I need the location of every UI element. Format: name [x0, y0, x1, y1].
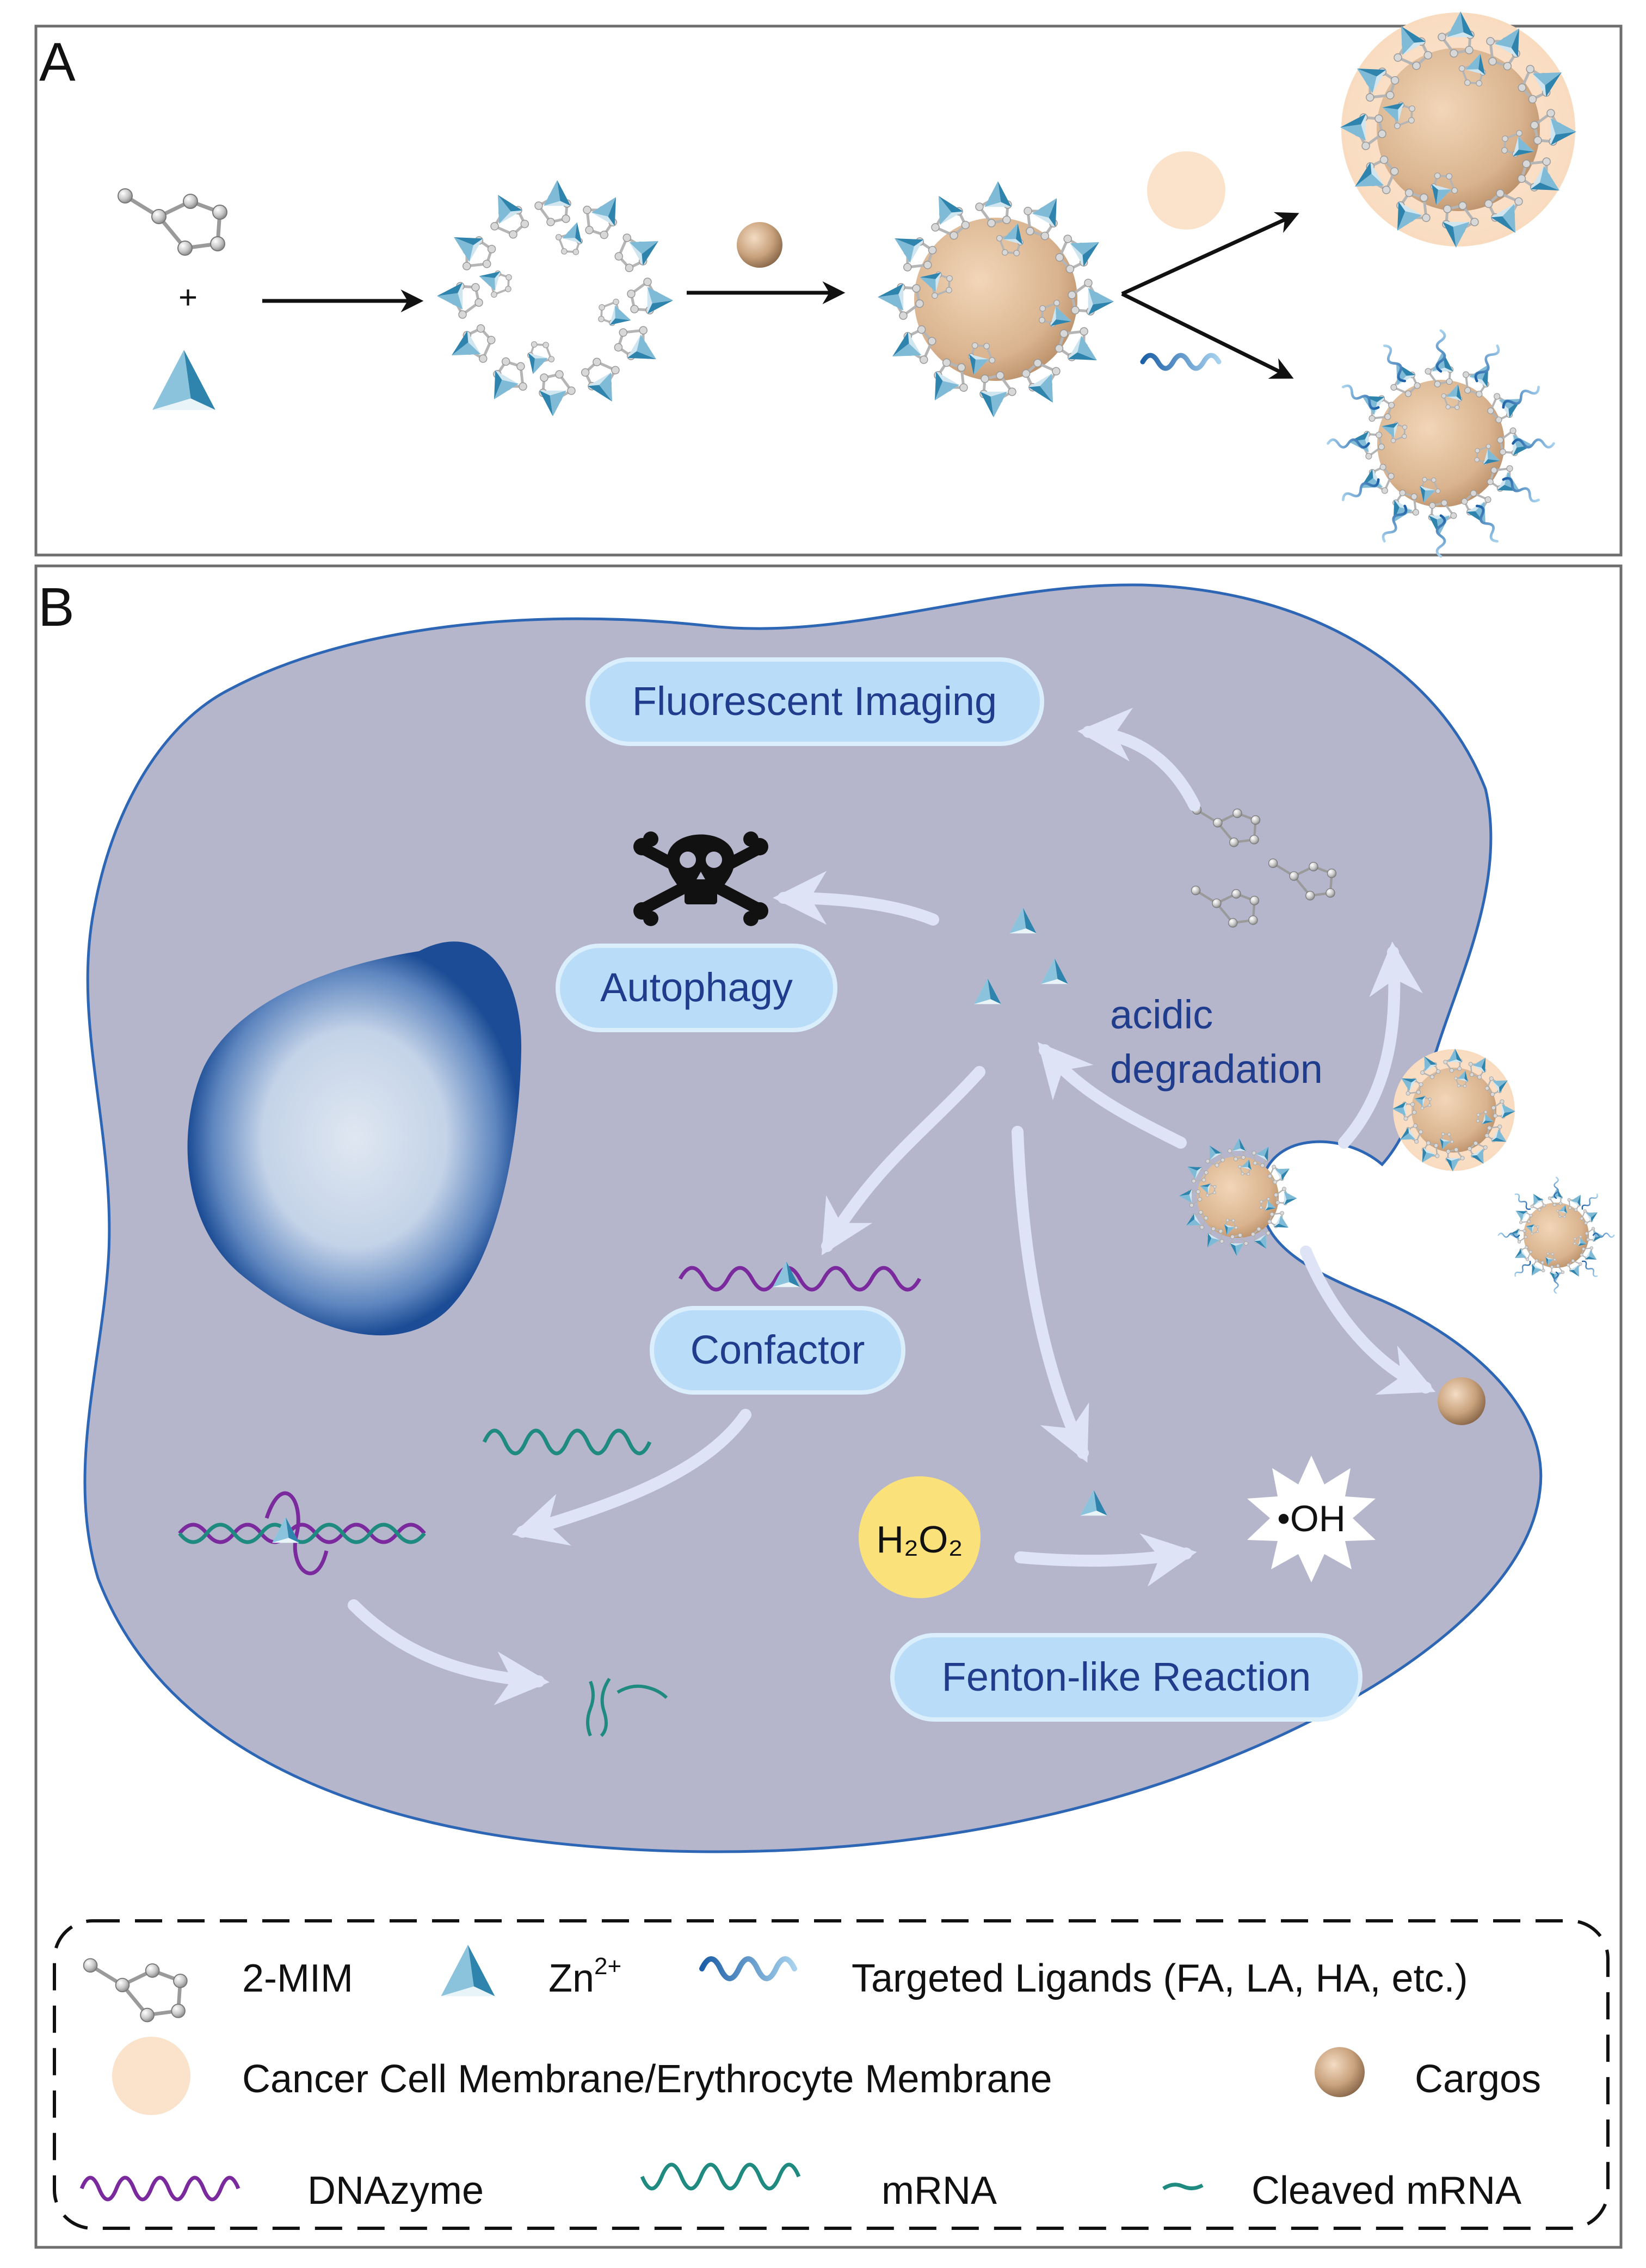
panel-b-label: B	[38, 577, 75, 638]
dnazyme-mrna-complex	[178, 1491, 426, 1575]
svg-text:Confactor: Confactor	[691, 1327, 865, 1372]
nucleus	[187, 941, 522, 1336]
arrow-to-complex	[511, 1409, 751, 1546]
acidic-label-line1: acidic	[1110, 992, 1213, 1037]
membrane-icon-a	[1147, 151, 1225, 230]
legend-membrane-label: Cancer Cell Membrane/Erythrocyte Membran…	[242, 2057, 1052, 2101]
svg-text:Fluorescent Imaging: Fluorescent Imaging	[632, 679, 997, 724]
svg-text:•OH: •OH	[1277, 1498, 1346, 1539]
svg-text:Autophagy: Autophagy	[600, 965, 793, 1010]
membrane-nanoparticle-outside	[1392, 1049, 1515, 1172]
cleaved-mrna-pieces	[586, 1678, 668, 1737]
arrow-to-confactor	[821, 1066, 985, 1255]
ligand-icon-a	[1140, 353, 1222, 371]
h2o2-circle: H₂O₂	[859, 1476, 981, 1598]
cargo-icon-a	[737, 222, 782, 268]
legend-mrna-icon	[640, 2162, 801, 2191]
arrow-to-cargo	[1300, 1246, 1436, 1395]
legend-cleaved-icon	[1162, 2183, 1204, 2190]
pill-confactor: Confactor	[650, 1306, 905, 1395]
svg-text:H₂O₂: H₂O₂	[876, 1518, 963, 1561]
legend-cleaved-label: Cleaved mRNA	[1252, 2169, 1521, 2212]
ligand-modified-nanoparticle	[1328, 331, 1554, 557]
legend-mim-label: 2-MIM	[242, 1957, 353, 2000]
plus-sign: +	[178, 279, 198, 316]
legend-dnazyme-icon	[79, 2175, 241, 2202]
arrow-to-fluorescent-imaging	[1077, 707, 1200, 811]
arrow-to-cleaved	[348, 1599, 550, 1705]
arrow-to-zn-fenton	[1012, 1126, 1089, 1463]
legend-zn-label: Zn2+	[548, 1953, 621, 2000]
legend-cargo-icon	[1315, 2047, 1365, 2097]
legend-mrna-label: mRNA	[881, 2169, 997, 2212]
arrow-a3-up	[1121, 212, 1299, 296]
nanoparticle-in-cell	[1179, 1138, 1297, 1256]
arrow-h2o2-to-oh	[1014, 1533, 1197, 1587]
ligand-nanoparticle-outside	[1497, 1176, 1615, 1294]
pill-fluorescent-imaging: Fluorescent Imaging	[585, 657, 1044, 746]
arrow-to-autophagy	[773, 871, 939, 926]
pathway-arrows	[348, 707, 1436, 1705]
acidic-label-line2: degradation	[1110, 1046, 1323, 1092]
zif-loaded-nanoparticle	[878, 181, 1114, 417]
membrane-coated-nanoparticle	[1340, 11, 1576, 248]
legend-dnazyme-label: DNAzyme	[307, 2169, 484, 2212]
svg-text:Fenton-like Reaction: Fenton-like Reaction	[942, 1654, 1311, 1699]
panel-a-label: A	[39, 32, 76, 93]
dnazyme-strand-b	[678, 1266, 922, 1292]
arrow-to-mim	[1338, 941, 1423, 1149]
mrna-strand-b	[482, 1428, 652, 1456]
legend-box	[53, 1919, 1610, 2230]
oh-burst: •OH	[1247, 1456, 1376, 1582]
skull-icon	[633, 831, 768, 926]
legend-ligand-label: Targeted Ligands (FA, LA, HA, etc.)	[852, 1957, 1468, 2000]
cargo-released	[1438, 1377, 1485, 1425]
pill-fenton-like-reaction: Fenton-like Reaction	[890, 1633, 1363, 1722]
legend-cargo-label: Cargos	[1415, 2057, 1541, 2101]
legend-membrane-icon	[112, 2037, 190, 2115]
arrow-a3-down	[1121, 292, 1294, 379]
pill-autophagy: Autophagy	[556, 944, 837, 1032]
arrow-acidic-degradation	[1037, 1042, 1187, 1149]
legend-ligand-icon	[699, 1956, 797, 1981]
